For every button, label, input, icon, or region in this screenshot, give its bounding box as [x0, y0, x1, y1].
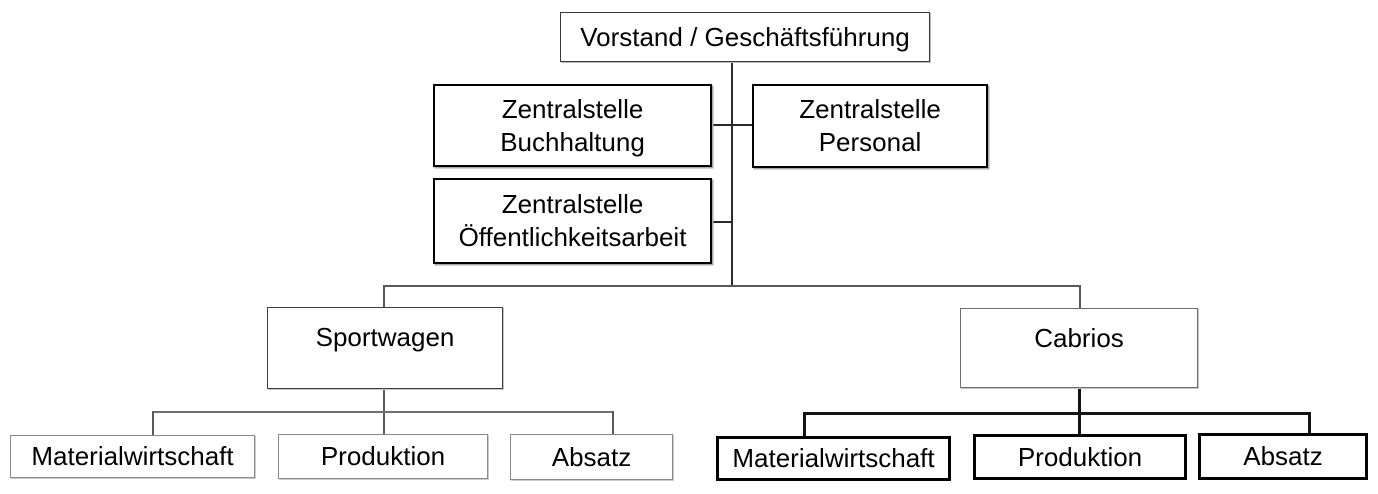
node-division-cabrios: Cabrios	[960, 308, 1198, 388]
node-vorstand-label: Vorstand / Geschäftsführung	[580, 21, 910, 52]
node-division-label: Sportwagen	[315, 322, 455, 352]
node-zentralstelle-oeffentlichkeitsarbeit: Zentralstelle Öffentlichkeitsarbeit	[433, 178, 712, 264]
connector-cabrios-drop-left	[803, 412, 806, 437]
node-department-label: Produktion	[1017, 441, 1143, 472]
connector-drop-cabrios	[1079, 285, 1081, 309]
node-zentralstelle-buchhaltung: Zentralstelle Buchhaltung	[433, 84, 712, 167]
node-label-line: Buchhaltung	[500, 126, 645, 157]
connector-drop-sportwagen	[383, 285, 385, 308]
node-label-line: Zentralstelle	[501, 189, 644, 219]
connector-division-branch	[383, 285, 1080, 287]
connector-staff-row2	[712, 221, 733, 223]
node-division-sportwagen: Sportwagen	[267, 307, 503, 389]
node-label-line: Zentralstelle	[501, 93, 644, 124]
connector-root-stem	[731, 62, 733, 286]
connector-sportwagen-drop-right	[612, 411, 614, 435]
connector-sportwagen-drop-left	[152, 411, 154, 436]
connector-staff-row1	[712, 124, 752, 126]
node-label-line: Zentralstelle	[799, 94, 941, 124]
connector-cabrios-drop-right	[1308, 412, 1311, 434]
node-division-label: Cabrios	[1034, 323, 1124, 353]
node-department-label: Materialwirtschaft	[31, 441, 234, 471]
node-cabrios-produktion: Produktion	[973, 434, 1187, 480]
node-vorstand: Vorstand / Geschäftsführung	[560, 12, 930, 62]
connector-cabrios-branch	[803, 412, 1311, 415]
node-zentralstelle-personal: Zentralstelle Personal	[752, 84, 988, 168]
node-sportwagen-absatz: Absatz	[510, 434, 673, 480]
node-label-line: Öffentlichkeitsarbeit	[458, 222, 687, 252]
node-department-label: Materialwirtschaft	[732, 443, 935, 473]
node-sportwagen-materialwirtschaft: Materialwirtschaft	[10, 435, 255, 478]
node-cabrios-absatz: Absatz	[1198, 433, 1368, 480]
node-cabrios-materialwirtschaft: Materialwirtschaft	[716, 436, 951, 481]
node-department-label: Produktion	[320, 441, 446, 471]
node-department-label: Absatz	[1243, 441, 1323, 471]
node-sportwagen-produktion: Produktion	[278, 434, 488, 479]
node-department-label: Absatz	[551, 441, 632, 472]
connector-cabrios-stem	[1078, 388, 1081, 435]
connector-sportwagen-branch	[152, 411, 613, 413]
node-label-line: Personal	[818, 127, 922, 157]
